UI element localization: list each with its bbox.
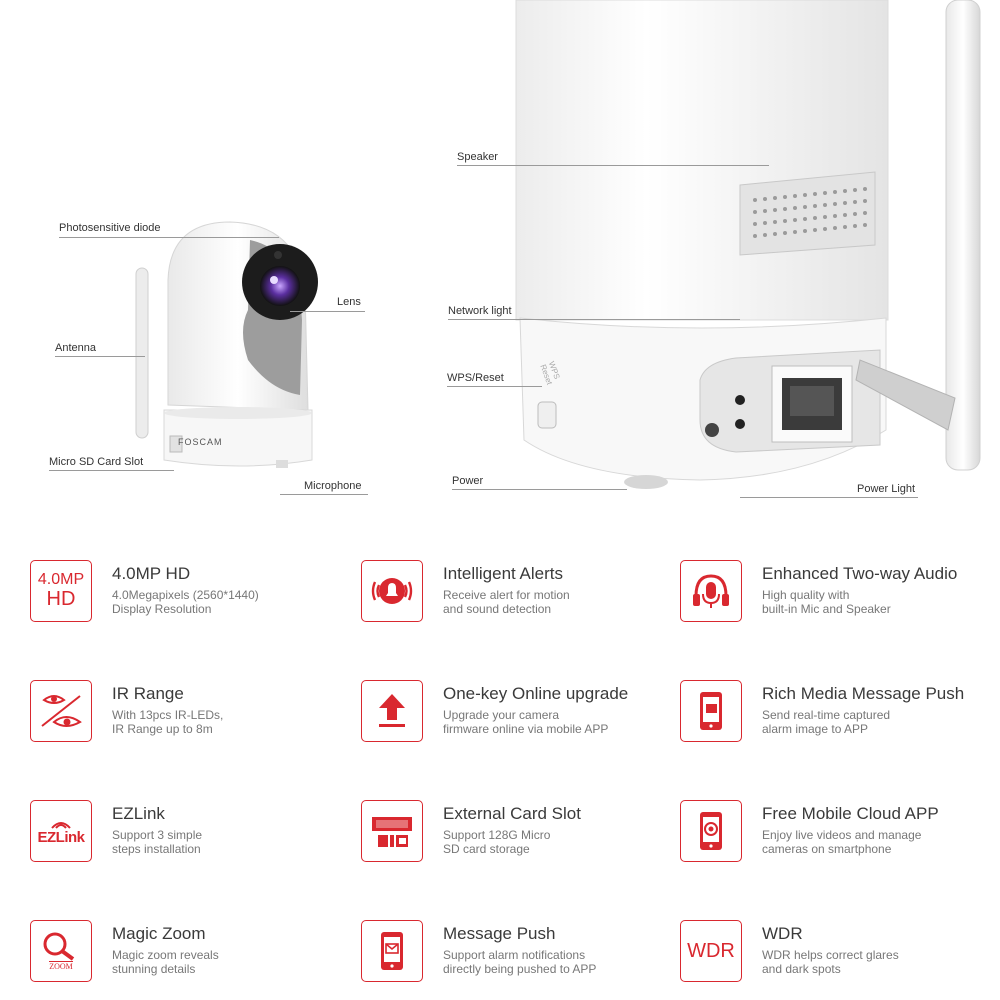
callout-line [448, 319, 740, 320]
callout-line [457, 165, 769, 166]
feature-desc: Support alarm notifications directly bei… [443, 948, 597, 976]
feature-desc: Send real-time captured alarm image to A… [762, 708, 891, 736]
feature-external-card-slot: External Card Slot Support 128G Micro SD… [361, 800, 681, 870]
night-eye-icon [30, 680, 92, 742]
feature-desc: Enjoy live videos and manage cameras on … [762, 828, 922, 856]
feature-desc: 4.0Megapixels (2560*1440) Display Resolu… [112, 588, 259, 616]
feature-desc: Magic zoom reveals stunning details [112, 948, 219, 976]
alarm-bell-icon [361, 560, 423, 622]
feature-ir-range: IR Range With 13pcs IR-LEDs, IR Range up… [30, 680, 350, 750]
feature-title: One-key Online upgrade [443, 684, 629, 703]
feature-title: WDR [762, 924, 803, 943]
feature-title: External Card Slot [443, 804, 581, 823]
magnifier-zoom-icon: ZOOM [30, 920, 92, 982]
feature-ezlink: EZLink EZLink Support 3 simple steps ins… [30, 800, 350, 870]
phone-image-icon [680, 680, 742, 742]
phone-message-icon [361, 920, 423, 982]
callout-antenna: Antenna [55, 342, 96, 354]
feature-4mp-hd: 4.0MP HD 4.0MP HD 4.0Megapixels (2560*14… [30, 560, 350, 630]
callout-power-light: Power Light [857, 483, 916, 495]
microsd-icon [361, 800, 423, 862]
callout-line [55, 356, 145, 357]
feature-desc: High quality with built-in Mic and Speak… [762, 588, 891, 616]
callout-lens: Lens [337, 296, 361, 308]
feature-desc: WDR helps correct glares and dark spots [762, 948, 899, 976]
feature-title: Rich Media Message Push [762, 684, 965, 703]
callout-photosensitive-diode: Photosensitive diode [59, 222, 161, 234]
camera-front-illustration [135, 221, 318, 468]
feature-online-upgrade: One-key Online upgrade Upgrade your came… [361, 680, 681, 750]
feature-title: EZLink [112, 804, 165, 823]
feature-message-push: Message Push Support alarm notifications… [361, 920, 681, 990]
callout-line [447, 386, 542, 387]
callout-network-light: Network light [448, 305, 512, 317]
ezlink-icon: EZLink [30, 800, 92, 862]
feature-desc: Support 128G Micro SD card storage [443, 828, 551, 856]
callout-line [452, 489, 627, 490]
feature-two-way-audio: Enhanced Two-way Audio High quality with… [680, 560, 1000, 630]
feature-magic-zoom: ZOOM Magic Zoom Magic zoom reveals stunn… [30, 920, 350, 990]
feature-mobile-cloud-app: Free Mobile Cloud APP Enjoy live videos … [680, 800, 1000, 870]
feature-title: Magic Zoom [112, 924, 206, 943]
callout-microphone: Microphone [304, 480, 362, 492]
feature-desc: With 13pcs IR-LEDs, IR Range up to 8m [112, 708, 224, 736]
feature-title: 4.0MP HD [112, 564, 191, 583]
callout-sd-slot: Micro SD Card Slot [49, 456, 144, 468]
callout-line [290, 311, 365, 312]
feature-title: IR Range [112, 684, 184, 703]
upload-arrow-icon [361, 680, 423, 742]
feature-wdr: WDR WDR WDR helps correct glares and dar… [680, 920, 1000, 990]
4mp-hd-icon: 4.0MP HD [30, 560, 92, 622]
feature-title: Free Mobile Cloud APP [762, 804, 939, 823]
feature-intelligent-alerts: Intelligent Alerts Receive alert for mot… [361, 560, 681, 630]
callout-line [280, 494, 368, 495]
feature-title: Message Push [443, 924, 556, 943]
feature-desc: Support 3 simple steps installation [112, 828, 203, 856]
callout-line [740, 497, 918, 498]
headset-mic-icon [680, 560, 742, 622]
wdr-icon: WDR [680, 920, 742, 982]
callout-power: Power [452, 475, 484, 487]
feature-desc: Upgrade your camera firmware online via … [443, 708, 609, 736]
callout-line [59, 237, 279, 238]
feature-title: Intelligent Alerts [443, 564, 564, 583]
callout-wps-reset: WPS/Reset [447, 372, 504, 384]
brand-print: FOSCAM [178, 437, 223, 447]
feature-desc: Receive alert for motion and sound detec… [443, 588, 570, 616]
feature-title: Enhanced Two-way Audio [762, 564, 958, 583]
camera-back-illustration [515, 0, 981, 489]
callout-line [49, 470, 174, 471]
callout-speaker: Speaker [457, 151, 498, 163]
feature-rich-media-push: Rich Media Message Push Send real-time c… [680, 680, 1000, 750]
phone-cloud-icon [680, 800, 742, 862]
